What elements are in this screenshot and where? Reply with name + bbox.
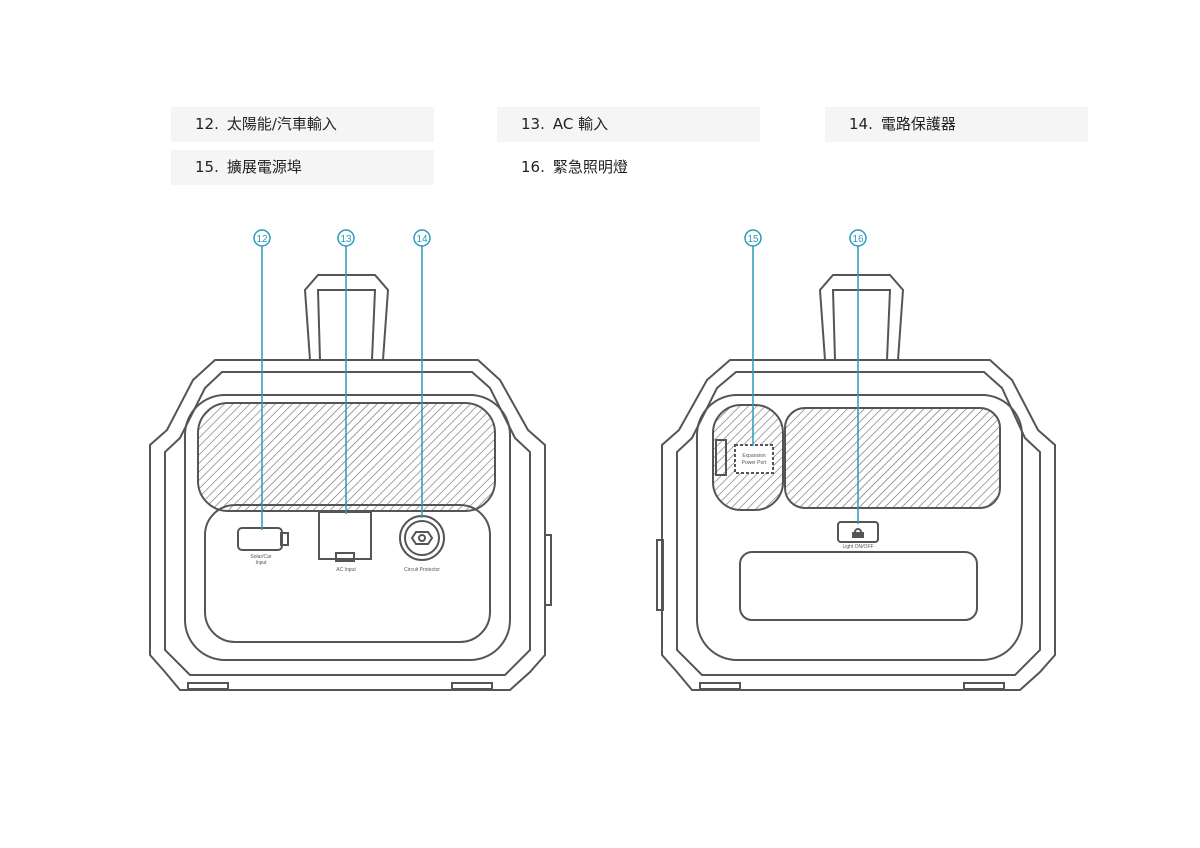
body-outline: [661, 359, 1056, 691]
legend-number: 15.: [195, 158, 219, 176]
callout-number: 14: [416, 234, 428, 245]
callouts: [253, 229, 867, 530]
callout-16: [849, 229, 867, 247]
legend-text: AC 輸入: [552, 115, 609, 133]
callout-12: [253, 229, 271, 247]
legend-text: 電路保護器: [880, 115, 956, 133]
legend-text: 擴展電源埠: [226, 158, 302, 176]
solar-car-label: Input: [255, 560, 267, 566]
callout-number: 16: [852, 234, 864, 245]
legend-number: 13.: [521, 115, 545, 133]
legend-item-12: 12. 太陽能/汽車輸入: [171, 107, 434, 142]
grille: [784, 407, 1001, 509]
callout-number: 12: [256, 234, 268, 245]
callout-number: 13: [340, 234, 352, 245]
legend-number: 16.: [521, 158, 545, 176]
ac-input-port: [318, 511, 372, 560]
ac-input-label: AC Input: [336, 567, 356, 573]
device-front: [149, 274, 552, 691]
solar-car-label: Solar/Car: [250, 554, 271, 560]
legend-item-14: 14. 電路保護器: [825, 107, 1088, 142]
legend-item-15: 15. 擴展電源埠: [171, 150, 434, 185]
legend-text: 緊急照明燈: [552, 158, 628, 176]
light-button-label: Light ON/OFF: [842, 544, 873, 550]
circuit-protector: [399, 515, 445, 561]
callout-number: 15: [747, 234, 759, 245]
body-outline: [149, 359, 546, 691]
expansion-port-label: Power Port: [742, 460, 767, 466]
legend-number: 14.: [849, 115, 873, 133]
legend-item-16: 16. 緊急照明燈: [497, 150, 760, 185]
expansion-port-label: Expansion: [742, 453, 766, 459]
callout-15: [744, 229, 762, 247]
legend-number: 12.: [195, 115, 219, 133]
callout-14: [413, 229, 431, 247]
circuit-protector-label: Circuit Protector: [404, 567, 440, 573]
handle: [818, 274, 905, 361]
device-back: [656, 274, 1056, 691]
solar-car-port: [237, 527, 283, 551]
legend-text: 太陽能/汽車輸入: [226, 115, 337, 133]
callout-13: [337, 229, 355, 247]
legend-item-13: 13. AC 輸入: [497, 107, 760, 142]
